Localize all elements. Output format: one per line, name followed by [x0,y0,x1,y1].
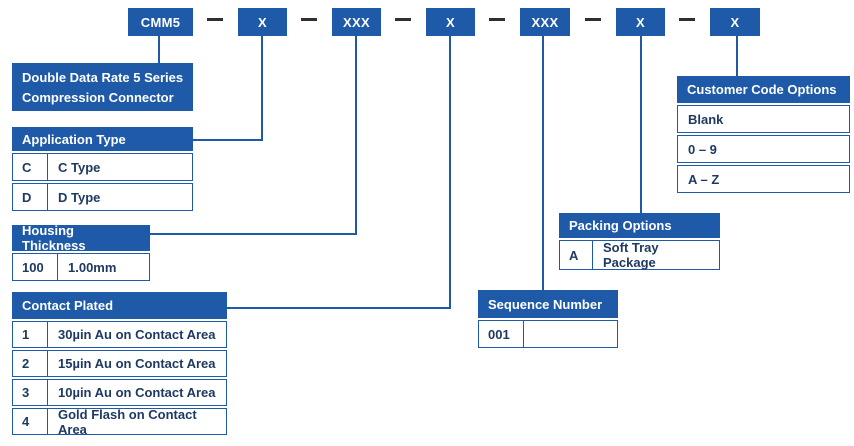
dash-separator [585,18,601,21]
table-row: 001 [478,320,618,348]
row-desc: 10µin Au on Contact Area [58,385,216,400]
code-box-series: CMM5 [128,8,193,36]
table-title: Sequence Number [478,290,618,318]
sequence-number-table: Sequence Number 001 [478,290,618,348]
dash-separator [679,18,695,21]
row-code: 4 [13,409,48,434]
row-desc: Gold Flash on Contact Area [58,406,197,437]
code-box-contact-plated: X [426,8,475,36]
connector-line [736,36,738,76]
table-title: Housing Thickness [12,223,150,253]
row-label: Blank [688,111,724,127]
row-code: A [560,241,593,269]
dash-separator [207,18,223,21]
table-row: C C Type [12,153,193,181]
table-row: Blank [677,105,850,133]
row-label: 0 – 9 [688,141,717,157]
row-code: D [13,184,48,210]
row-code: 1 [13,322,48,347]
packing-options-table: Packing Options A Soft Tray Package [559,213,720,270]
row-desc: D Type [58,189,101,205]
row-desc: 1.00mm [68,259,117,275]
row-desc: C Type [58,159,101,175]
table-row: D D Type [12,183,193,211]
dash-separator [395,18,411,21]
contact-plated-table: Contact Plated 1 30µin Au on Contact Are… [12,292,227,437]
housing-thickness-table: Housing Thickness 100 1.00mm [12,223,150,281]
table-title: Customer Code Options [677,76,850,103]
connector-line [449,36,451,309]
connector-line [640,36,642,213]
table-title: Contact Plated [12,292,227,319]
series-description-line2: Compression Connector [22,90,174,106]
row-desc: 30µin Au on Contact Area [58,327,216,342]
code-box-packing-options: X [616,8,665,36]
series-description-line1: Double Data Rate 5 Series [22,70,184,85]
code-box-sequence-number: XXX [520,8,570,36]
dash-separator [489,18,505,21]
series-description-box: Double Data Rate 5 Series Compression Co… [12,63,193,111]
connector-line [158,36,160,63]
connector-line [148,233,357,235]
table-row: 0 – 9 [677,135,850,163]
row-code: 2 [13,351,48,376]
row-code: 100 [13,254,58,280]
connector-line [226,307,451,309]
table-row: 4 Gold Flash on Contact Area [12,406,227,437]
row-code: 3 [13,380,48,405]
connector-line [542,36,544,290]
row-desc [524,321,617,347]
application-type-table: Application Type C C Type D D Type [12,127,193,211]
row-code: 001 [479,321,524,347]
table-row: 1 30µin Au on Contact Area [12,321,227,348]
code-box-customer-code: X [710,8,760,36]
dash-separator [301,18,317,21]
connector-line [355,36,357,235]
row-desc: Soft Tray Package [603,240,659,270]
table-row: 2 15µin Au on Contact Area [12,350,227,377]
code-box-housing-thickness: XXX [332,8,381,36]
connector-line [261,36,263,141]
table-row: 100 1.00mm [12,253,150,281]
row-desc: 15µin Au on Contact Area [58,356,216,371]
table-title: Packing Options [559,213,720,238]
table-row: 3 10µin Au on Contact Area [12,379,227,406]
customer-code-options-table: Customer Code Options Blank 0 – 9 A – Z [677,76,850,193]
connector-line [192,139,263,141]
code-box-application-type: X [238,8,287,36]
table-row: A – Z [677,165,850,193]
table-row: A Soft Tray Package [559,240,720,270]
row-label: A – Z [688,171,720,187]
row-code: C [13,154,48,180]
table-title: Application Type [12,127,193,151]
